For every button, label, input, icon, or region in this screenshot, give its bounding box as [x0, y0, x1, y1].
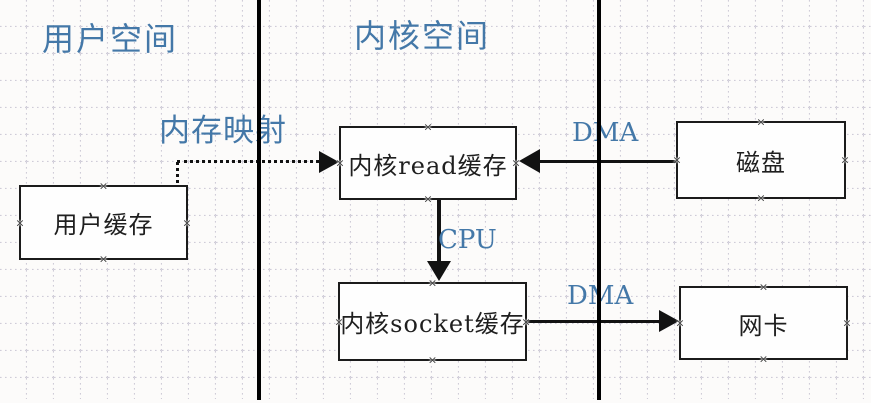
dma-nic-arrowhead-icon — [659, 310, 679, 332]
selection-handle-icon: × — [98, 252, 109, 266]
node-disk: 磁盘 × × × × — [672, 117, 850, 204]
selection-handle-icon: × — [840, 153, 850, 167]
user-kernel-divider-line — [257, 0, 261, 400]
cpu-copy-arrowhead-icon — [427, 261, 451, 281]
selection-handle-icon: × — [521, 315, 531, 328]
mmap-label: 内存映射 — [159, 113, 287, 149]
selection-handle-icon: × — [98, 179, 109, 193]
cpu-copy-label: CPU — [438, 225, 497, 255]
node-user-buffer-label: 用户缓存 — [53, 211, 154, 239]
selection-handle-icon: × — [675, 316, 685, 330]
node-nic-label: 网卡 — [738, 311, 789, 340]
dma-disk-line — [540, 160, 676, 163]
mmap-dotted-line-horizontal — [177, 160, 319, 163]
selection-handle-icon: × — [423, 192, 433, 206]
selection-handle-icon: × — [427, 353, 438, 367]
selection-handle-icon: × — [335, 156, 345, 170]
selection-handle-icon: × — [423, 120, 433, 134]
node-disk-label: 磁盘 — [736, 148, 786, 177]
selection-handle-icon: × — [182, 216, 192, 229]
dma-nic-line — [527, 320, 660, 323]
node-nic: 网卡 × × × × — [675, 282, 852, 365]
node-kernel-read-buffer-label: 内核read缓存 — [348, 151, 508, 180]
selection-handle-icon: × — [427, 276, 438, 290]
selection-handle-icon: × — [756, 115, 766, 129]
user-space-label: 用户空间 — [42, 20, 179, 58]
selection-handle-icon: × — [15, 216, 25, 229]
selection-handle-icon: × — [842, 316, 852, 330]
selection-handle-icon: × — [756, 191, 766, 205]
selection-handle-icon: × — [511, 156, 521, 170]
node-user-buffer: 用户缓存 × × × × — [15, 181, 192, 265]
node-kernel-socket-buffer-label: 内核socket缓存 — [340, 310, 525, 338]
node-kernel-read-buffer: 内核read缓存 × × × × — [335, 122, 521, 205]
dma-disk-label: DMA — [572, 118, 639, 148]
node-kernel-socket-buffer: 内核socket缓存 × × × × — [334, 278, 531, 366]
selection-handle-icon: × — [334, 315, 344, 328]
kernel-space-label: 内核空间 — [354, 17, 491, 55]
selection-handle-icon: × — [758, 352, 769, 366]
selection-handle-icon: × — [672, 153, 682, 167]
mmap-dotted-line-vertical — [176, 162, 179, 207]
selection-handle-icon: × — [758, 280, 769, 294]
dma-disk-arrowhead-icon — [519, 149, 540, 173]
mmap-arrowhead-icon — [319, 151, 339, 173]
cpu-copy-line — [437, 200, 441, 262]
kernel-hardware-divider-line — [597, 0, 601, 400]
